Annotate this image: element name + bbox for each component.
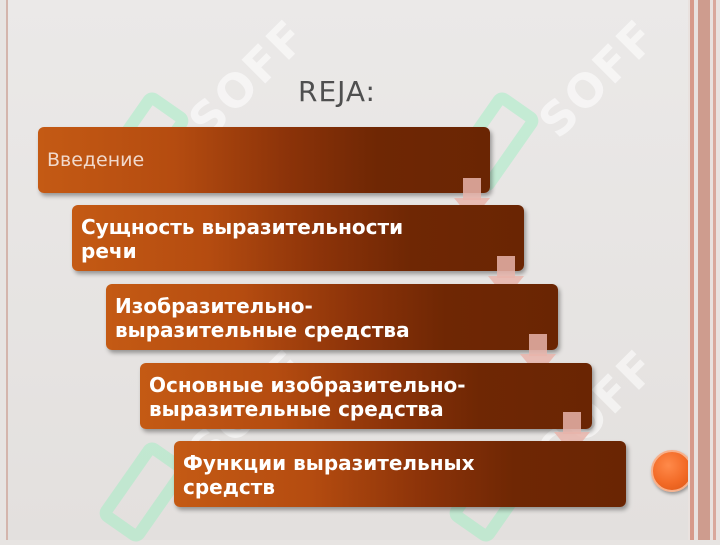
process-step-label: Функции выразительных средств [183,451,475,499]
slide: SOFF SOFF SOFF SOFF REJA: Введение Сущно… [6,0,693,545]
process-step-label: Изобразительно-выразительные средства [115,294,410,342]
process-step-label: Сущность выразительности речи [81,215,404,263]
process-step-label: Введение [47,149,145,171]
process-step-5[interactable]: Функции выразительных средств [174,441,626,507]
process-step-1[interactable]: Введение [38,127,490,193]
accent-circle [651,450,693,492]
process-step-label: Основные изобразительно-выразительные ср… [149,373,466,421]
slide-title: REJA: [297,75,376,108]
process-step-4[interactable]: Основные изобразительно-выразительные ср… [140,363,592,429]
decorative-border [688,0,720,540]
process-step-2[interactable]: Сущность выразительности речи [72,205,524,271]
process-step-3[interactable]: Изобразительно-выразительные средства [106,284,558,350]
